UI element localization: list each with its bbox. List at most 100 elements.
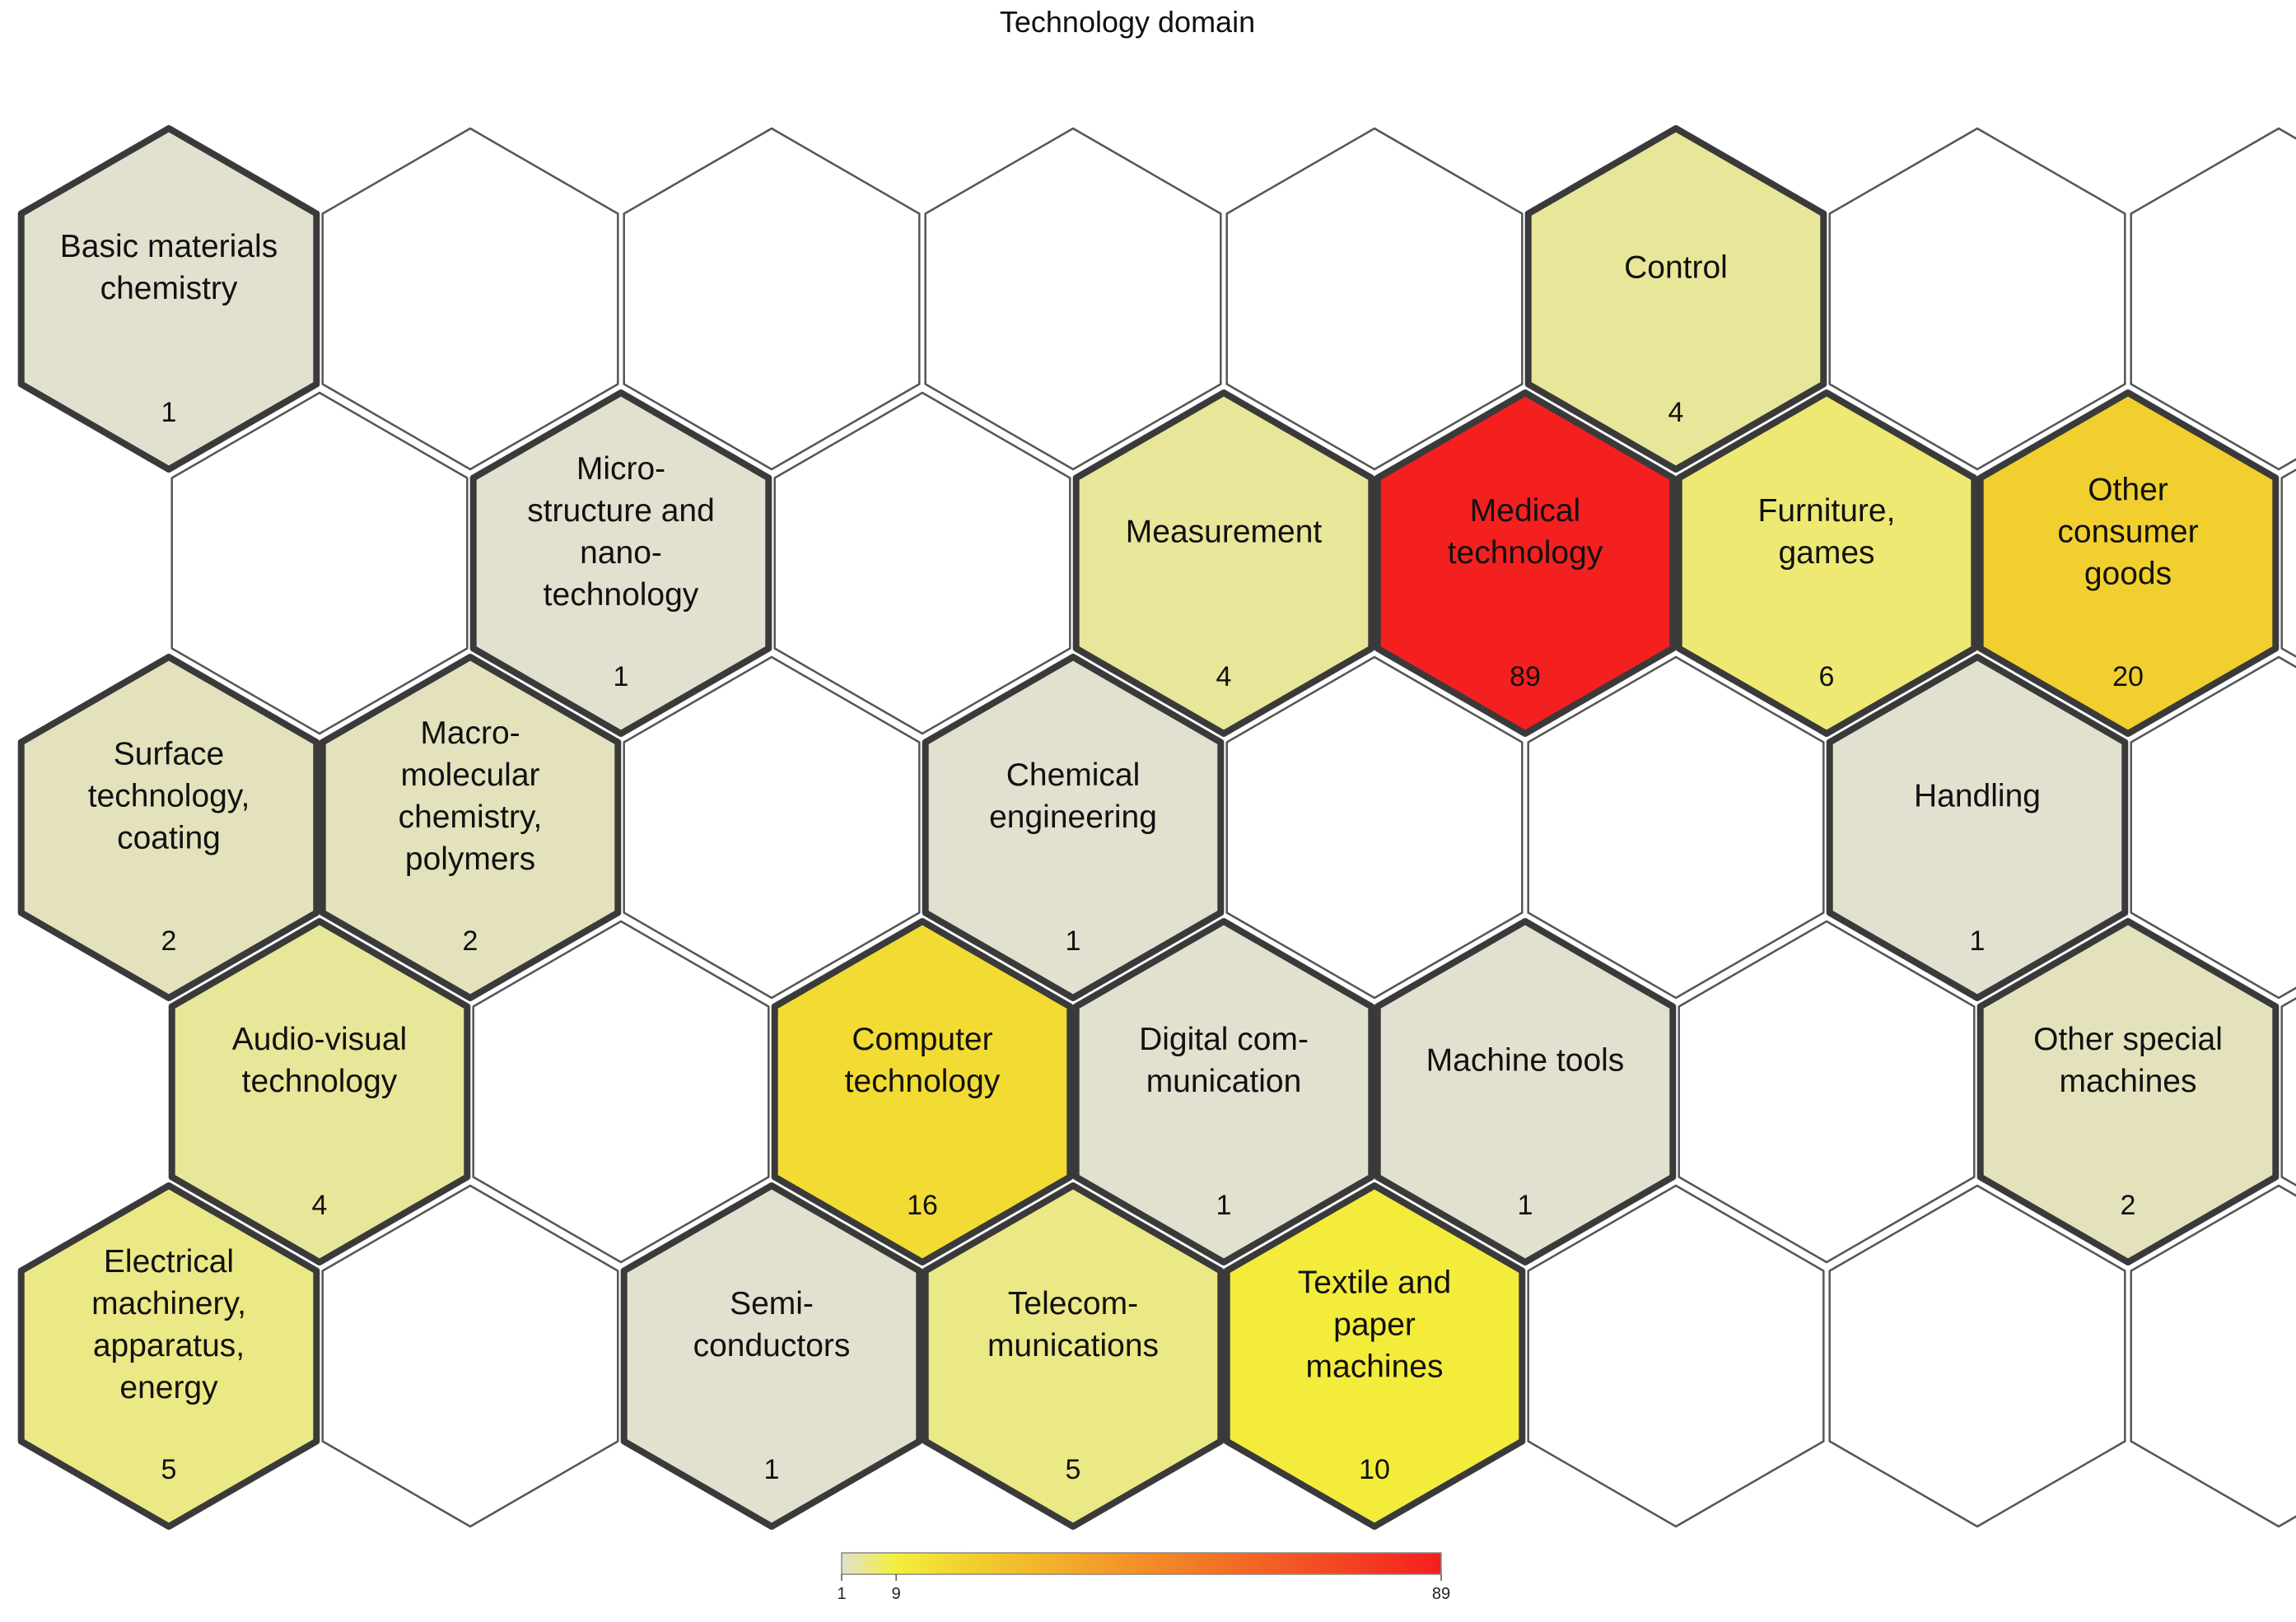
hex-cell — [1675, 389, 1978, 737]
hex-cells — [17, 125, 2296, 1530]
hex-label: Medical — [1470, 493, 1580, 529]
hex-label: munications — [987, 1328, 1159, 1363]
hex-value: 1 — [614, 661, 629, 692]
hex-value: 4 — [1668, 397, 1684, 428]
hex-value: 2 — [2121, 1190, 2136, 1221]
hex-value: 1 — [161, 397, 177, 428]
hex-cell-empty — [321, 127, 619, 471]
hex-value: 1 — [1518, 1190, 1533, 1221]
hex-cell — [1976, 918, 2280, 1265]
hex-cell-empty — [623, 655, 921, 1000]
hex-label: technology, — [88, 778, 250, 813]
hex-value: 16 — [907, 1190, 938, 1221]
hex-label: technology — [845, 1064, 1001, 1099]
hex-label: Textile and — [1298, 1265, 1451, 1300]
hex-label: goods — [2084, 556, 2172, 591]
hex-label: machines — [2060, 1064, 2197, 1099]
hex-label: Machine tools — [1426, 1042, 1625, 1078]
hex-value: 5 — [161, 1454, 177, 1485]
hex-cell — [922, 1182, 1225, 1530]
hex-cell-empty — [623, 127, 921, 471]
hex-label: polymers — [405, 841, 535, 877]
hex-label: nano- — [580, 535, 662, 571]
legend-tick-label: 89 — [1432, 1585, 1450, 1603]
hex-label: apparatus, — [93, 1328, 245, 1363]
hex-value: 10 — [1359, 1454, 1390, 1485]
hex-label: chemistry — [100, 271, 238, 306]
hex-label: technology — [1448, 535, 1603, 571]
hex-cell-empty — [170, 391, 469, 735]
hex-cell-empty — [472, 920, 770, 1264]
hex-cell — [17, 125, 320, 473]
hex-label: Audio-visual — [232, 1022, 407, 1057]
hex-label: machinery, — [91, 1286, 246, 1321]
hex-value: 2 — [463, 925, 478, 957]
hex-label: Other special — [2033, 1022, 2223, 1057]
legend-tick-label: 1 — [837, 1585, 846, 1603]
hex-value: 2 — [161, 925, 177, 957]
hex-value: 5 — [1066, 1454, 1081, 1485]
hex-cell — [771, 918, 1074, 1265]
hex-cell — [1223, 1182, 1526, 1530]
hex-cell-empty — [924, 127, 1222, 471]
hex-label: structure and — [527, 493, 715, 529]
hex-cell-empty — [773, 391, 1071, 735]
hex-value: 6 — [1819, 661, 1835, 692]
hex-cell-empty — [1828, 1184, 2126, 1528]
hex-cell — [1072, 918, 1375, 1265]
hex-cell — [168, 918, 471, 1265]
hex-cell-empty — [1225, 127, 1524, 471]
hex-cell — [620, 1182, 923, 1530]
hex-value: 4 — [1216, 661, 1232, 692]
hex-label: coating — [117, 820, 221, 855]
legend-color-bar — [841, 1552, 1442, 1575]
hex-cell — [922, 654, 1225, 1001]
hex-label: paper — [1333, 1307, 1416, 1342]
legend-tick-label: 9 — [892, 1585, 901, 1603]
hex-cell — [1072, 389, 1375, 737]
hex-cell-empty — [1527, 1184, 1825, 1528]
hex-cell — [319, 654, 622, 1001]
hex-label: munication — [1146, 1064, 1302, 1099]
hex-label: games — [1778, 535, 1874, 571]
hex-cell-empty — [321, 1184, 619, 1528]
hex-cell-empty — [2130, 127, 2296, 471]
hex-label: Control — [1624, 249, 1728, 285]
hex-cell — [1374, 389, 1677, 737]
hex-value: 1 — [1970, 925, 1986, 957]
hex-label: technology — [544, 577, 699, 613]
hex-value: 1 — [1066, 925, 1081, 957]
hex-label: Macro- — [420, 715, 520, 751]
hex-label: technology — [242, 1064, 398, 1099]
hex-value: 20 — [2112, 661, 2144, 692]
hex-value: 1 — [1216, 1190, 1232, 1221]
hex-cell-empty — [2130, 655, 2296, 1000]
hex-cell — [1374, 918, 1677, 1265]
hex-label: machines — [1306, 1349, 1444, 1384]
hex-label: Chemical — [1006, 757, 1141, 793]
hex-cell — [1826, 654, 2129, 1001]
hex-cell-empty — [2280, 997, 2296, 1186]
hex-label: Handling — [1914, 778, 2041, 813]
hex-label: Other — [2088, 472, 2168, 507]
hex-cell — [1524, 125, 1827, 473]
hex-cell — [1976, 389, 2280, 737]
hex-label: Digital com- — [1139, 1022, 1309, 1057]
hex-label: Micro- — [576, 451, 665, 487]
hex-label: consumer — [2057, 514, 2198, 549]
hex-cell-empty — [1828, 127, 2126, 471]
hex-cell-empty — [2280, 468, 2296, 658]
hex-cell — [17, 1182, 320, 1530]
hex-cell-empty — [1527, 655, 1825, 1000]
hex-cell-empty — [2130, 1184, 2296, 1528]
hex-cell — [469, 389, 772, 737]
hex-value: 1 — [764, 1454, 780, 1485]
hex-label: engineering — [989, 799, 1157, 835]
hex-label: Furniture, — [1758, 493, 1896, 529]
hex-label: Telecom- — [1008, 1286, 1138, 1321]
hex-cell — [17, 654, 320, 1001]
hex-label: Semi- — [730, 1286, 814, 1321]
